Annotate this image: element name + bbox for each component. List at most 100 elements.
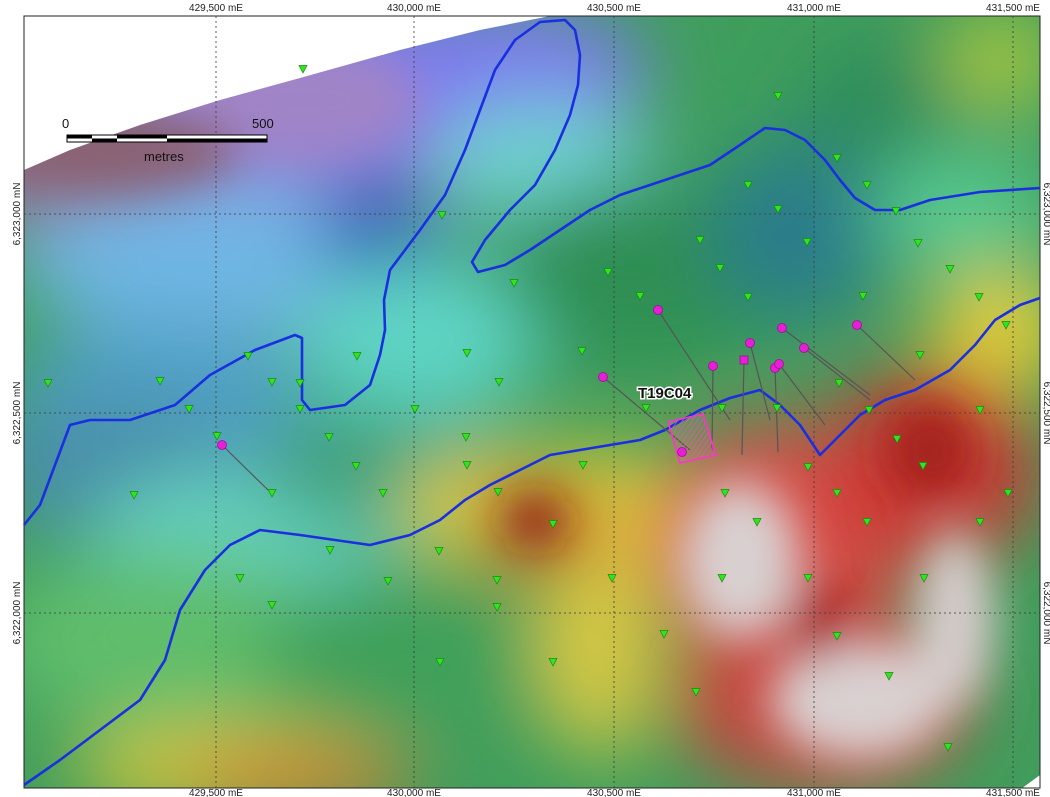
station-marker [743, 293, 753, 302]
station-marker [802, 238, 812, 247]
station-marker [267, 378, 277, 387]
drill-trace [778, 363, 826, 426]
scale-bar-start-label: 0 [62, 116, 69, 131]
collar-marker [677, 447, 687, 457]
station-marker [509, 279, 519, 288]
drill-trace [749, 342, 771, 421]
drill-trace [856, 324, 916, 381]
y-tick-right: 6,322,000 mN [1041, 582, 1050, 645]
survey-boundary-mask [0, 0, 560, 797]
station-marker [212, 432, 222, 441]
station-marker [129, 491, 139, 500]
station-marker [918, 462, 928, 471]
station-marker [884, 672, 894, 681]
station-marker [267, 601, 277, 610]
y-tick-right: 6,323,000 mN [1041, 183, 1050, 246]
scale-bar-end-label: 500 [252, 116, 274, 131]
station-marker [325, 546, 335, 555]
collar-marker [708, 361, 718, 371]
survey-stations [43, 65, 1013, 752]
y-tick-left: 6,322,500 mN [12, 382, 23, 445]
station-marker [773, 205, 783, 214]
coordinate-grid-lines [24, 16, 1040, 788]
station-marker [691, 688, 701, 697]
map-frame [23, 15, 1041, 789]
target-label: T19C04 [638, 385, 692, 402]
station-marker [492, 576, 502, 585]
station-marker [577, 347, 587, 356]
station-marker [803, 463, 813, 472]
station-marker [383, 577, 393, 586]
x-tick-top: 431,500 mE [986, 3, 1040, 14]
station-marker [752, 518, 762, 527]
station-marker [462, 349, 472, 358]
station-marker [295, 379, 305, 388]
scale-bar: 0 500 metres [62, 116, 274, 164]
station-marker [155, 377, 165, 386]
x-tick-top: 431,000 mE [787, 3, 841, 14]
drill-trace [803, 347, 871, 401]
x-tick-bottom: 431,000 mE [787, 788, 841, 797]
x-tick-bottom: 431,500 mE [986, 788, 1040, 797]
station-marker [803, 574, 813, 583]
station-marker [1001, 321, 1011, 330]
station-marker [862, 518, 872, 527]
station-marker [235, 574, 245, 583]
station-marker [832, 489, 842, 498]
y-tick-left: 6,323,000 mN [12, 183, 23, 246]
station-marker [720, 489, 730, 498]
y-tick-left: 6,322,000 mN [12, 582, 23, 645]
x-tick-top: 430,500 mE [587, 3, 641, 14]
collar-marker [653, 305, 663, 315]
station-marker [975, 518, 985, 527]
collar-marker [799, 343, 809, 353]
station-marker [635, 292, 645, 301]
station-marker [492, 603, 502, 612]
station-marker [975, 406, 985, 415]
station-marker [919, 574, 929, 583]
station-marker [267, 489, 277, 498]
drill-collars [217, 305, 862, 457]
contour-lines [22, 18, 1041, 787]
collar-marker [739, 355, 749, 365]
station-marker [743, 181, 753, 190]
station-marker [434, 547, 444, 556]
station-marker [607, 574, 617, 583]
station-marker [548, 658, 558, 667]
station-marker [295, 405, 305, 414]
station-marker [891, 207, 901, 216]
drill-trace [657, 309, 731, 421]
x-tick-bottom: 429,500 mE [189, 788, 243, 797]
station-marker [772, 404, 782, 413]
station-marker [43, 379, 53, 388]
station-marker [773, 92, 783, 101]
station-marker [717, 574, 727, 583]
station-marker [717, 404, 727, 413]
station-marker [915, 351, 925, 360]
collar-marker [217, 440, 227, 450]
x-tick-bottom: 430,000 mE [387, 788, 441, 797]
station-marker [243, 352, 253, 361]
collar-marker [598, 372, 608, 382]
station-marker [858, 292, 868, 301]
station-marker [943, 743, 953, 752]
station-marker [298, 65, 308, 74]
station-marker [494, 378, 504, 387]
station-marker [834, 379, 844, 388]
station-marker [641, 404, 651, 413]
station-marker [974, 293, 984, 302]
drill-trace [221, 444, 269, 491]
station-marker [695, 236, 705, 245]
station-marker [184, 405, 194, 414]
station-marker [435, 658, 445, 667]
station-marker [462, 461, 472, 470]
station-marker [892, 435, 902, 444]
contour-line-upper [22, 18, 1041, 526]
station-marker [548, 520, 558, 529]
collar-marker [852, 320, 862, 330]
station-marker [352, 352, 362, 361]
station-marker [437, 211, 447, 220]
x-tick-bottom: 430,500 mE [587, 788, 641, 797]
station-marker [832, 632, 842, 641]
y-tick-right: 6,322,500 mN [1041, 382, 1050, 445]
